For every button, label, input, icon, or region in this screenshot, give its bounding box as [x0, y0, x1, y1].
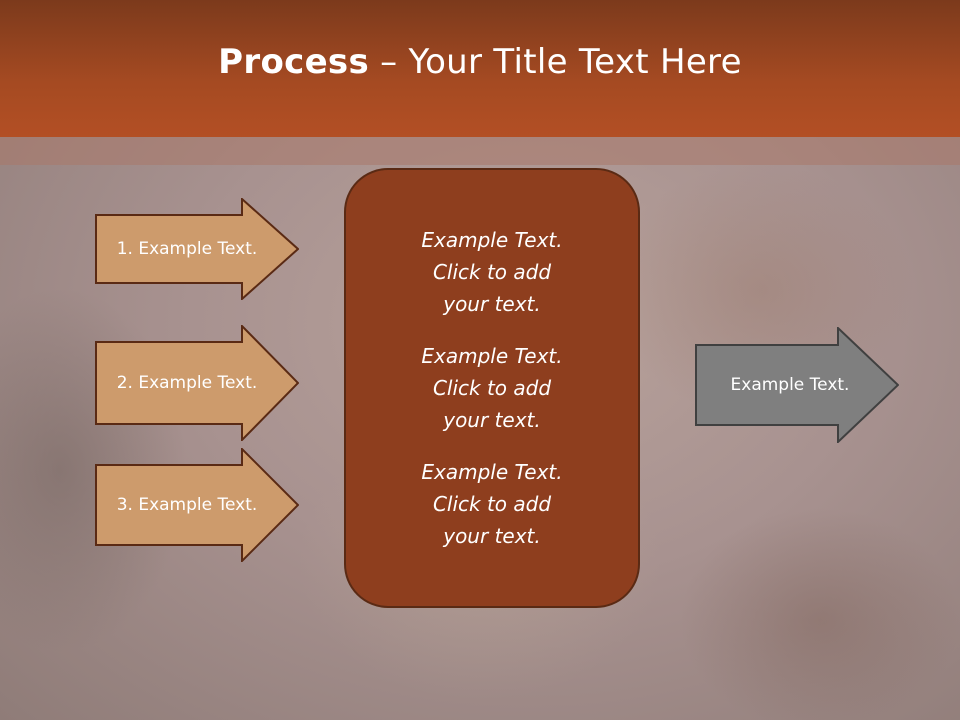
arrow-right-shape — [95, 448, 299, 562]
title-band — [0, 137, 960, 165]
left-arrow-3-label: 3. Example Text. — [116, 495, 258, 515]
center-item-2: Example Text. Click to add your text. — [392, 340, 592, 436]
center-item-line: Example Text. — [421, 228, 563, 252]
title-bar: Process – Your Title Text Here — [0, 0, 960, 137]
center-item-line: Click to add — [432, 492, 552, 516]
left-arrow-1-label: 1. Example Text. — [116, 239, 258, 259]
right-arrow[interactable]: Example Text. — [695, 327, 899, 443]
center-item-line: Click to add — [432, 260, 552, 284]
right-arrow-label: Example Text. — [730, 375, 850, 395]
center-item-line: your text. — [443, 524, 541, 548]
title-rest: – Your Title Text Here — [369, 41, 742, 82]
arrow-right-shape — [95, 325, 299, 441]
slide-title[interactable]: Process – Your Title Text Here — [218, 42, 742, 82]
arrow-right-shape — [95, 198, 299, 300]
left-arrow-2-label: 2. Example Text. — [116, 373, 258, 393]
center-item-line: Example Text. — [421, 460, 563, 484]
center-item-line: Click to add — [432, 376, 552, 400]
left-arrow-2[interactable]: 2. Example Text. — [95, 325, 299, 441]
center-text-box[interactable]: Example Text. Click to add your text. Ex… — [344, 168, 640, 608]
left-arrow-1[interactable]: 1. Example Text. — [95, 198, 299, 300]
center-item-line: your text. — [443, 292, 541, 316]
center-item-line: Example Text. — [421, 344, 563, 368]
center-item-line: your text. — [443, 408, 541, 432]
center-item-1: Example Text. Click to add your text. — [392, 224, 592, 320]
title-bold: Process — [218, 41, 370, 82]
left-arrow-3[interactable]: 3. Example Text. — [95, 448, 299, 562]
arrow-right-shape — [695, 327, 899, 443]
center-item-3: Example Text. Click to add your text. — [392, 456, 592, 552]
